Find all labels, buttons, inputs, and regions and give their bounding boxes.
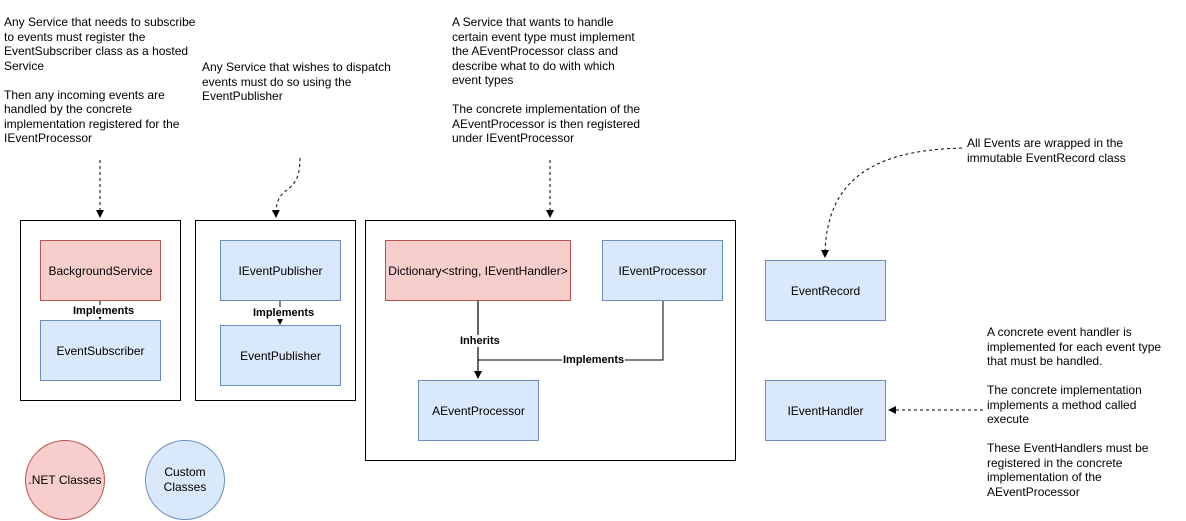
legend-dotnet-classes: .NET Classes <box>25 440 105 520</box>
implements-label-subscriber: Implements <box>72 305 136 317</box>
i-event-handler-node[interactable]: IEventHandler <box>765 380 886 441</box>
a-event-processor-node[interactable]: AEventProcessor <box>418 380 539 441</box>
background-service-node[interactable]: BackgroundService <box>40 240 161 301</box>
legend-custom-classes: Custom Classes <box>145 440 225 520</box>
i-event-processor-node[interactable]: IEventProcessor <box>602 240 723 301</box>
i-event-publisher-node[interactable]: IEventPublisher <box>220 240 341 301</box>
subscriber-note: Any Service that needs to subscribe to e… <box>4 15 196 145</box>
processor-note: A Service that wants to handle certain e… <box>452 15 641 145</box>
dictionary-node[interactable]: Dictionary<string, IEventHandler> <box>385 240 571 301</box>
event-subscriber-node[interactable]: EventSubscriber <box>40 320 161 381</box>
event-record-note: All Events are wrapped in the immutable … <box>967 136 1126 165</box>
implements-label-publisher: Implements <box>252 307 316 319</box>
publisher-note: Any Service that wishes to dispatch even… <box>202 60 391 103</box>
inherits-label: Inherits <box>459 335 501 347</box>
implements-label-processor: Implements <box>562 354 626 366</box>
event-publisher-node[interactable]: EventPublisher <box>220 325 341 386</box>
event-handler-note: A concrete event handler is implemented … <box>987 325 1162 499</box>
publisher-note-arrow <box>271 157 301 218</box>
event-record-note-arrow <box>821 147 963 258</box>
processor-implements-line <box>478 300 664 361</box>
event-record-node[interactable]: EventRecord <box>765 260 886 321</box>
